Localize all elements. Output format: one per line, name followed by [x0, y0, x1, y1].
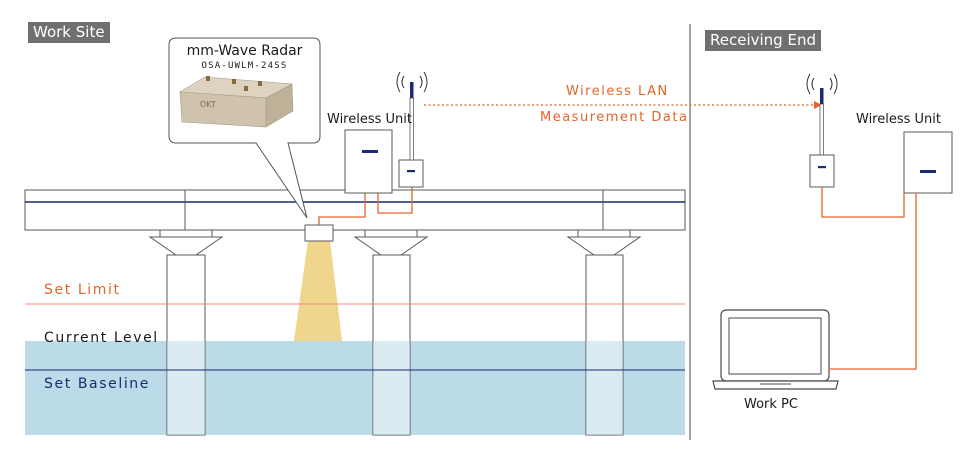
radar-model: OSA-UWLM-24SS — [201, 61, 288, 71]
radar-title: mm-Wave Radar — [186, 43, 303, 59]
receiver-wiring — [821, 187, 917, 370]
radar-device-logo: OKT — [200, 99, 216, 110]
water-body — [25, 341, 685, 435]
bridge-deck — [24, 189, 686, 231]
wireless-unit-receiver-label: Wireless Unit — [856, 112, 941, 127]
site-transmitter — [398, 82, 424, 188]
wireless-lan-label: Wireless LAN — [566, 84, 669, 99]
set-limit-label: Set Limit — [44, 282, 121, 298]
current-level-label: Current Level — [44, 330, 159, 346]
receiver-transmitter — [809, 88, 835, 188]
site-signal-icon — [396, 71, 428, 93]
measurement-data-label: Measurement Data — [540, 110, 689, 125]
receiver-signal-icon — [806, 73, 838, 95]
set-baseline-label: Set Baseline — [44, 376, 150, 392]
radar-device-image — [179, 76, 294, 128]
work-site-tag: Work Site — [28, 22, 110, 43]
receiving-end-tag: Receiving End — [705, 30, 821, 51]
radar-sensor-box — [304, 224, 334, 242]
site-wiring — [318, 187, 413, 225]
work-pc-laptop — [712, 309, 839, 390]
wireless-unit-receiver — [903, 131, 953, 194]
radar-beam — [294, 240, 342, 341]
wireless-unit-site — [344, 129, 393, 194]
wireless-unit-site-label: Wireless Unit — [327, 112, 412, 127]
work-pc-label: Work PC — [744, 397, 798, 412]
